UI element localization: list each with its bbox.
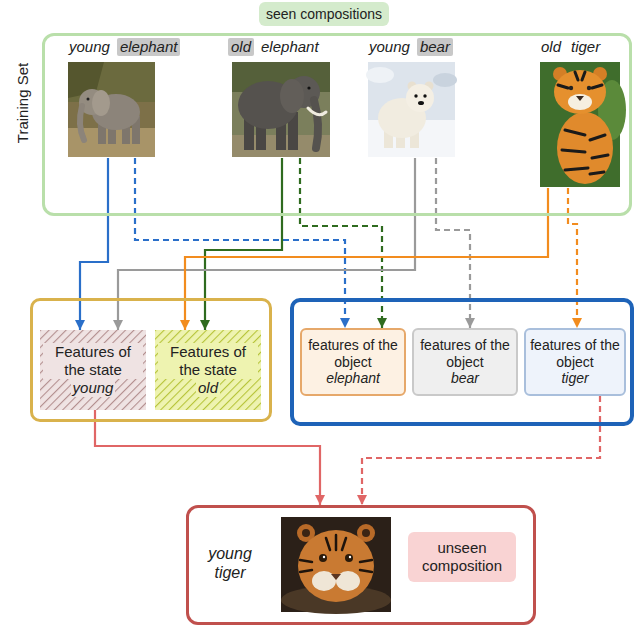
training-set-frame: Training Setyoungelephantoldelephantyoun… [42, 33, 632, 216]
image-card: oldtiger [538, 38, 624, 188]
young-bear-photo [366, 62, 457, 157]
illustration-part [280, 79, 304, 113]
illustration-part [362, 529, 370, 537]
young-tiger-photo [281, 517, 391, 614]
illustration-part [40, 330, 146, 410]
illustration-part [308, 108, 326, 115]
object-group: features of the objectelephantfeatures o… [290, 298, 634, 426]
object-feature-box: features of the objecttiger [524, 328, 626, 396]
illustration-part [323, 556, 325, 558]
illustration-part [554, 70, 606, 114]
image-caption: tiger [568, 38, 603, 56]
illustration-part [433, 73, 457, 87]
illustration-part [423, 94, 426, 97]
illustration-part [298, 530, 374, 602]
illustration-part [307, 86, 310, 89]
old-elephant-photo [232, 62, 330, 157]
box-label: unseen composition [411, 539, 513, 575]
young-elephant-photo [68, 62, 155, 157]
image-card: youngbear [366, 38, 462, 158]
box-label: features of the object [529, 337, 621, 371]
connector-arrow [362, 396, 600, 505]
image-caption: old [538, 38, 564, 56]
connector-arrow [568, 188, 577, 328]
image-caption: young [366, 38, 413, 56]
illustration-part [558, 72, 608, 174]
image-card: oldelephant [228, 38, 340, 158]
connector-arrow [135, 158, 345, 328]
box-label: Features of the state [43, 343, 143, 379]
image-caption: elephant [117, 38, 181, 56]
connector-arrow [95, 410, 320, 505]
box-label: young [71, 379, 116, 397]
object-feature-box: features of the objectbear [412, 328, 518, 396]
illustration-part [378, 98, 426, 138]
connector-arrow [185, 188, 548, 330]
object-feature-box: features of the objectelephant [300, 328, 406, 396]
state-feature-box: Features of the stateold [155, 330, 261, 410]
state-feature-box: Features of the stateyoung [40, 330, 146, 410]
box-label: elephant [326, 370, 380, 387]
illustration-part [406, 84, 434, 112]
box-label: seen compositions [266, 6, 382, 23]
result-frame: young tiger unseen composition [186, 505, 536, 625]
illustration-part [300, 535, 372, 572]
illustration-part [349, 556, 351, 558]
box-label: features of the object [305, 337, 401, 371]
image-caption: young [66, 38, 113, 56]
box-label: tiger [561, 370, 588, 387]
box-label: young tiger [201, 544, 259, 582]
illustration-part [345, 554, 353, 562]
illustration-part [302, 529, 310, 537]
illustration-part [232, 62, 330, 157]
illustration-part [331, 574, 341, 580]
old-tiger-photo [540, 62, 626, 187]
illustration-part [314, 100, 318, 148]
illustration-part [92, 90, 110, 116]
image-caption: old [228, 38, 254, 56]
image-caption: elephant [258, 38, 322, 56]
illustration-part [366, 67, 394, 83]
box-label: old [196, 379, 220, 397]
illustration-part [80, 106, 84, 140]
box-label: Features of the state [158, 343, 258, 379]
image-caption: bear [417, 38, 453, 56]
illustration-part [418, 101, 424, 105]
unseen-pill: unseen composition [408, 532, 516, 582]
connector-arrow [300, 158, 382, 328]
heading-pill: seen compositions [259, 2, 389, 26]
image-card: youngelephant [66, 38, 191, 158]
illustration-part [68, 62, 155, 157]
illustration-part [87, 98, 90, 101]
connector-arrow [118, 158, 415, 330]
box-label: bear [451, 370, 479, 387]
connector-arrow [80, 158, 108, 330]
illustration-part [568, 94, 592, 110]
illustration-part [414, 94, 417, 97]
connector-arrow [436, 158, 470, 328]
illustration-part [576, 96, 584, 101]
illustration-part [155, 330, 261, 410]
illustration-part [319, 554, 327, 562]
state-group: Features of the stateyoungFeatures of th… [30, 298, 272, 422]
side-heading: Training Set [14, 63, 32, 143]
box-label: features of the object [417, 337, 513, 371]
